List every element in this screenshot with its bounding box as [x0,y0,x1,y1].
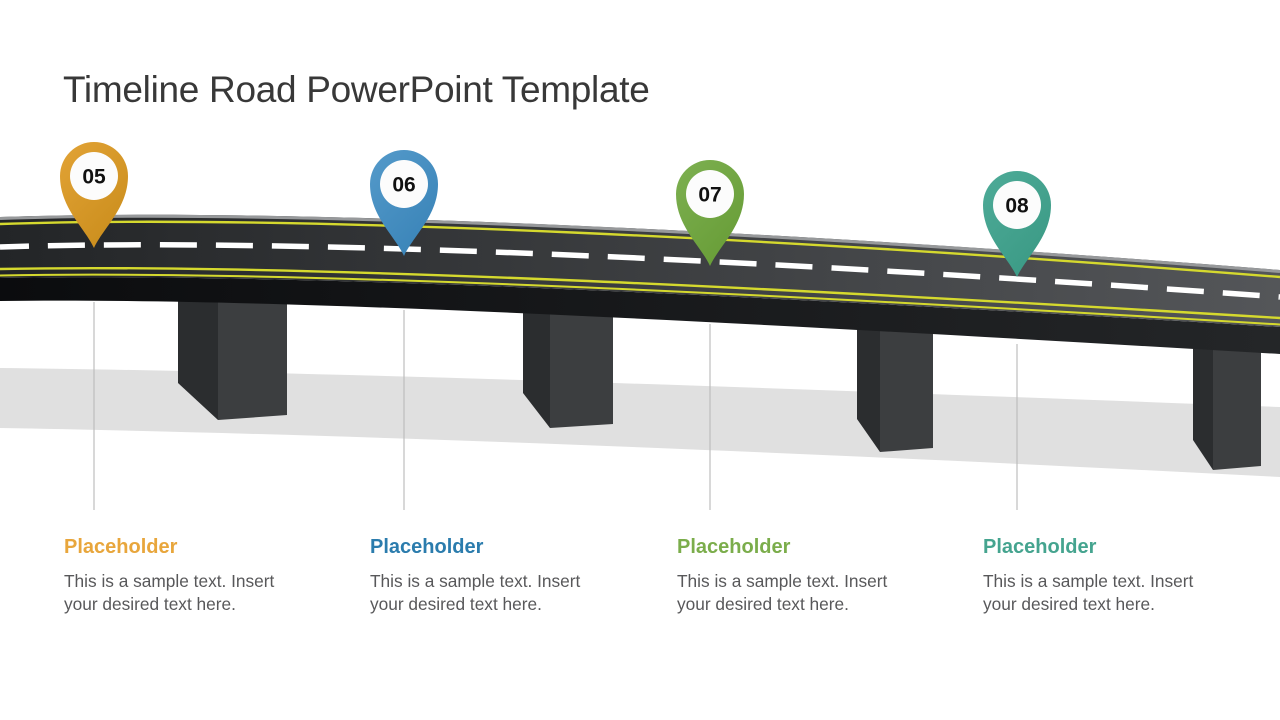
bridge-pillar-2 [523,295,613,428]
pin-number-07: 07 [698,184,721,207]
milestone-column-2: Placeholder This is a sample text. Inser… [370,536,614,616]
slide-title: Timeline Road PowerPoint Template [63,68,650,110]
milestone-column-4: Placeholder This is a sample text. Inser… [983,536,1227,616]
milestone-body: This is a sample text. Insert your desir… [677,571,888,614]
bridge-pillar-1 [178,285,287,420]
milestone-body: This is a sample text. Insert your desir… [370,571,581,614]
milestone-heading: Placeholder [64,536,178,558]
map-pin-08: 08 [983,171,1051,277]
milestone-heading: Placeholder [677,536,791,558]
lane-marking-yellow-bottom-outer [0,266,1280,320]
pin-number-06: 06 [392,174,415,197]
milestone-columns: Placeholder This is a sample text. Inser… [0,536,1280,656]
milestone-column-3: Placeholder This is a sample text. Inser… [677,536,921,616]
map-pin-07: 07 [676,160,744,266]
milestone-body: This is a sample text. Insert your desir… [983,571,1194,614]
bridge-pillar-3 [857,318,933,452]
pin-number-08: 08 [1005,195,1029,218]
pin-number-05: 05 [82,166,106,189]
map-pin-05: 05 [60,142,128,248]
road-underside [0,277,1280,354]
map-pin-06: 06 [370,150,438,256]
lane-marking-yellow-top [0,220,1280,279]
center-dashed-line [0,242,1280,300]
lane-marking-yellow-bottom-inner [0,273,1280,326]
bridge-pillar-4 [1193,344,1261,470]
milestone-column-1: Placeholder This is a sample text. Inser… [64,536,308,616]
milestone-heading: Placeholder [983,536,1097,558]
ground-shadow [0,368,1280,477]
milestone-body: This is a sample text. Insert your desir… [64,571,275,614]
milestone-heading: Placeholder [370,536,484,558]
road-far-edge-highlight [0,214,1280,273]
